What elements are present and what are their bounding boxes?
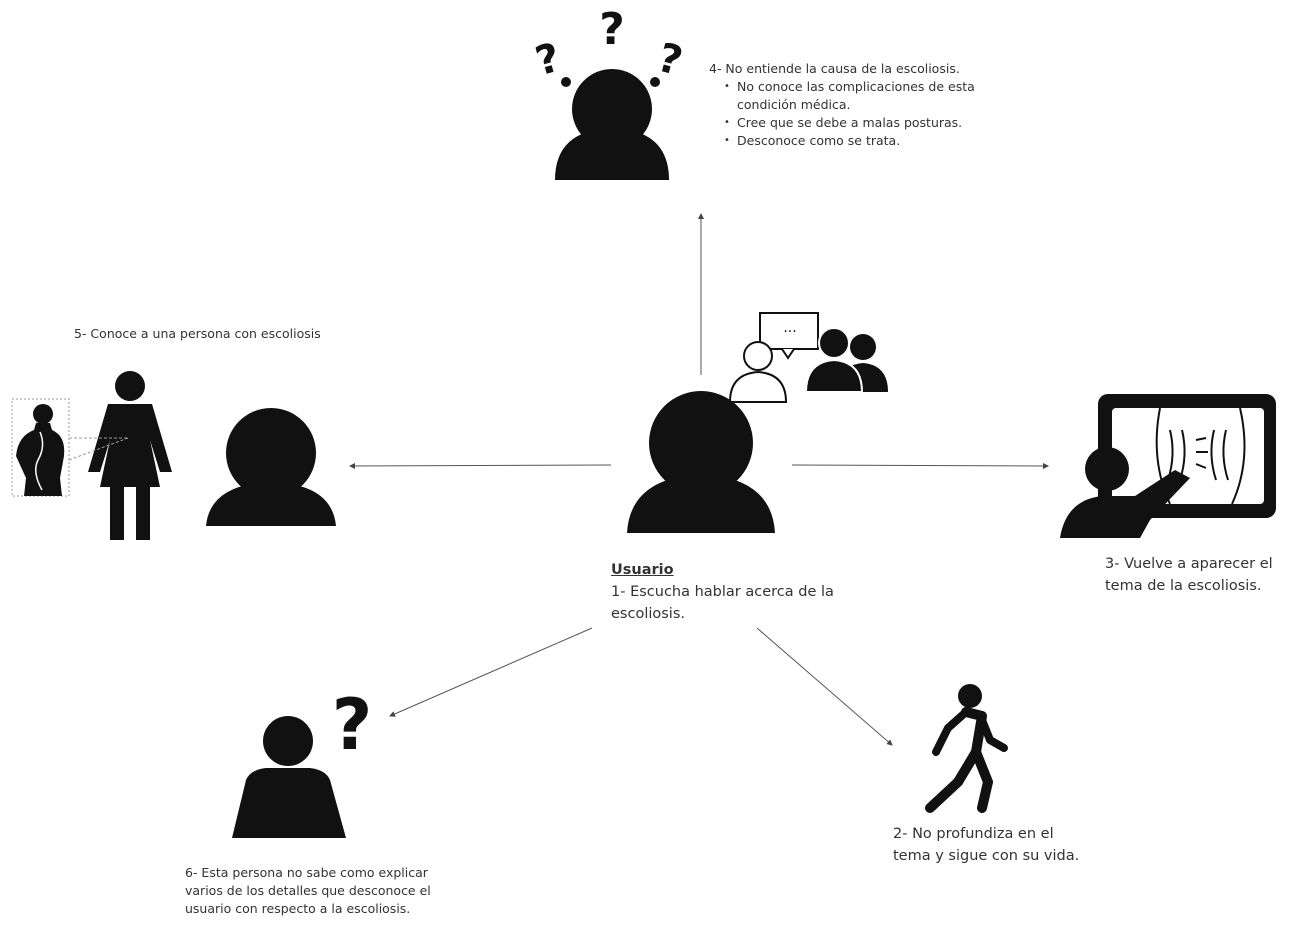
svg-text:···: ···: [783, 324, 796, 340]
arrow-to-media: [791, 462, 1049, 469]
presentation-screen-icon: [1060, 394, 1276, 538]
arrow-to-confused: [389, 627, 593, 717]
note-user: Usuario 1- Escucha hablar acerca de la e…: [611, 559, 861, 625]
person-silhouette-icon: [206, 408, 336, 526]
svg-text:?: ?: [653, 35, 687, 85]
note-knows-person: 5- Conoce a una persona con escoliosis: [74, 326, 321, 341]
svg-text:?: ?: [599, 4, 625, 55]
svg-text:?: ?: [332, 684, 373, 766]
conversation-icon: ···: [728, 312, 888, 403]
arrow-to-walker: [756, 627, 893, 746]
list-item: Desconoce como se trata.: [724, 132, 989, 150]
svg-text:?: ?: [531, 35, 565, 85]
list-item: Cree que se debe a malas posturas.: [724, 114, 989, 132]
note-walk-away: 2- No profundiza en el tema y sigue con …: [893, 826, 1080, 864]
note-media: 3- Vuelve a aparecer el tema de la escol…: [1105, 556, 1273, 594]
woman-icon: [88, 371, 172, 540]
scoliosis-back-icon: [11, 398, 129, 497]
user-description: 1- Escucha hablar acerca de la escoliosi…: [611, 584, 834, 622]
person-question-icon: ?: [232, 684, 372, 838]
list-item: No conoce las complicaciones de esta con…: [724, 78, 989, 114]
note-misunderstanding: 4- No entiende la causa de la escoliosis…: [709, 60, 989, 150]
confused-person-icon: ? ? ?: [531, 4, 687, 180]
note-misunderstanding-list: No conoce las complicaciones de esta con…: [709, 78, 989, 150]
arrow-to-person: [349, 462, 612, 469]
note-cannot-explain: 6- Esta persona no sabe como explicar va…: [185, 865, 431, 916]
user-title: Usuario: [611, 562, 674, 578]
note-misunderstanding-title: 4- No entiende la causa de la escoliosis…: [709, 61, 960, 76]
walking-person-icon: [925, 684, 1008, 813]
user-icon: [627, 391, 775, 533]
connector-arrows: [349, 213, 1049, 746]
